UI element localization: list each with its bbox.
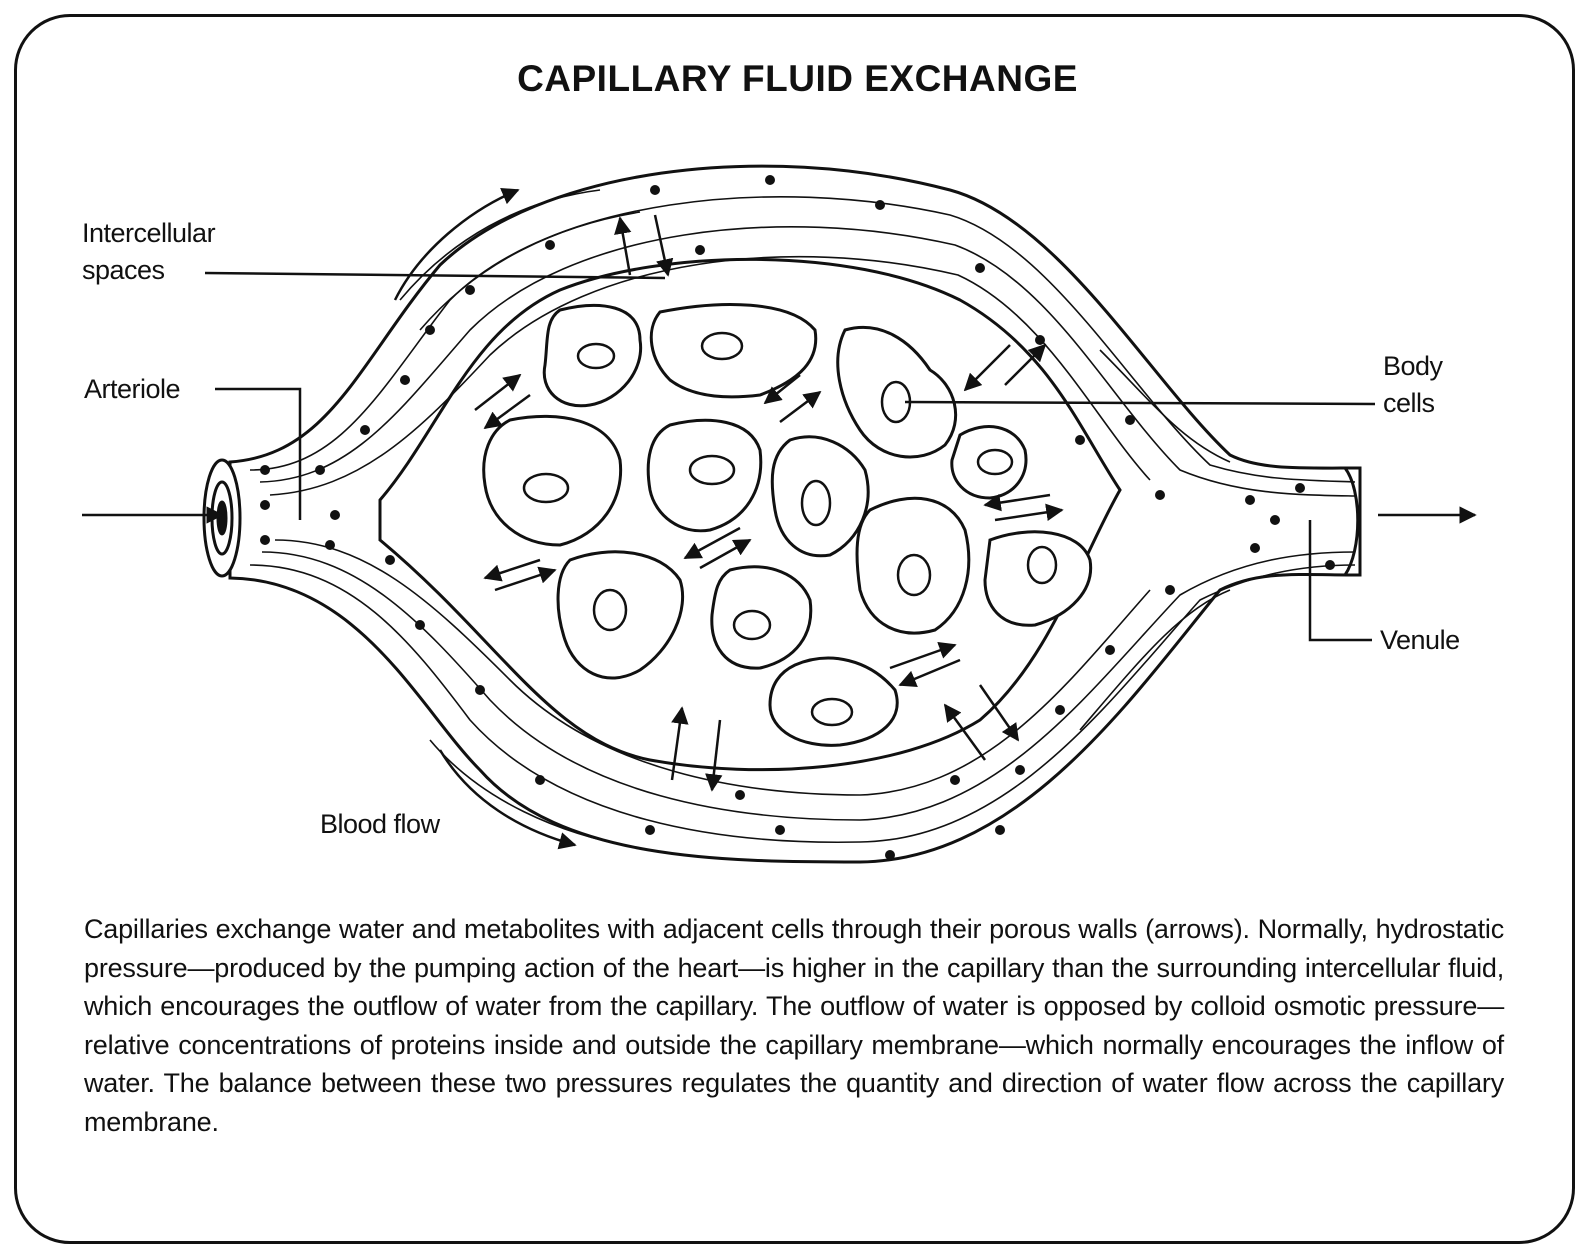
body-cells — [484, 305, 1091, 746]
body-cells-label-line1: Body — [1383, 348, 1443, 385]
venule-tube — [1345, 468, 1358, 575]
body-cells-label: Body cells — [1383, 348, 1443, 422]
body-cells-label-line2: cells — [1383, 385, 1443, 422]
figure-caption: Capillaries exchange water and metabolit… — [84, 910, 1504, 1141]
capillary-diagram — [0, 0, 1595, 900]
intercellular-label-line2: spaces — [82, 252, 215, 289]
venule-label: Venule — [1380, 622, 1460, 659]
intercellular-spaces-label: Intercellular spaces — [82, 215, 215, 289]
blood-flow-label: Blood flow — [320, 806, 440, 843]
intercellular-label-line1: Intercellular — [82, 215, 215, 252]
arteriole-label: Arteriole — [84, 371, 180, 408]
arteriole-tube — [204, 460, 240, 576]
